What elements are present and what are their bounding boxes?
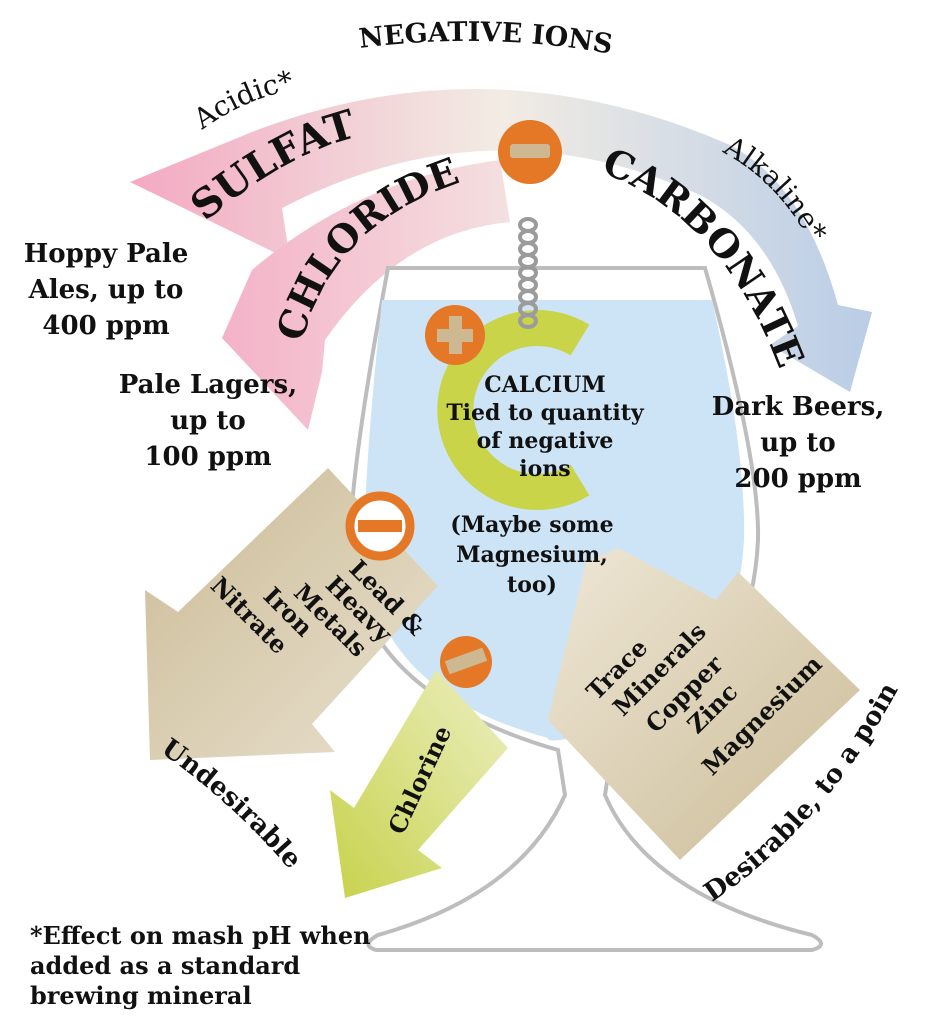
svg-text:Dark Beers,: Dark Beers,	[712, 392, 885, 422]
svg-text:Magnesium,: Magnesium,	[456, 542, 608, 568]
svg-text:Pale Lagers,: Pale Lagers,	[119, 370, 297, 400]
minus-ion-icon-undesirable	[345, 491, 415, 561]
chloride-arrow	[222, 160, 510, 430]
svg-text:of negative: of negative	[477, 428, 614, 454]
svg-text:Hoppy Pale: Hoppy Pale	[24, 239, 189, 269]
minus-ion-icon-top	[498, 120, 562, 184]
svg-text:*Effect on mash pH when: *Effect on mash pH when	[30, 921, 371, 950]
hoppy-pale-ales-label: Hoppy Pale Ales, up to 400 ppm	[24, 239, 189, 341]
svg-text:up to: up to	[760, 428, 836, 458]
svg-text:CALCIUM: CALCIUM	[484, 372, 605, 398]
svg-text:too): too)	[507, 572, 557, 598]
minus-ion-icon-chlorine	[440, 636, 492, 688]
svg-text:ions: ions	[519, 456, 570, 482]
desirable-arrow	[548, 548, 860, 860]
negative-ion-arc	[130, 89, 872, 393]
svg-text:Ales, up to: Ales, up to	[28, 275, 184, 305]
chlorine-arrow	[330, 670, 508, 898]
svg-text:added as a standard: added as a standard	[30, 951, 300, 980]
chain-link-icon	[518, 217, 538, 329]
negative-ions-title: NEGATIVE IONS	[357, 17, 615, 61]
svg-text:100 ppm: 100 ppm	[144, 442, 271, 472]
dark-beers-label: Dark Beers, up to 200 ppm	[712, 392, 885, 494]
footnote: *Effect on mash pH when added as a stand…	[30, 921, 371, 1010]
pale-lagers-label: Pale Lagers, up to 100 ppm	[119, 370, 297, 472]
plus-ion-icon	[425, 305, 485, 365]
magnesium-note: (Maybe some Magnesium, too)	[450, 512, 613, 598]
svg-text:up to: up to	[170, 406, 246, 436]
svg-text:400 ppm: 400 ppm	[42, 311, 169, 341]
svg-text:(Maybe some: (Maybe some	[450, 512, 613, 538]
svg-text:brewing mineral: brewing mineral	[30, 981, 252, 1010]
svg-text:Tied to quantity: Tied to quantity	[446, 400, 645, 426]
svg-text:200 ppm: 200 ppm	[734, 464, 861, 494]
calcium-text: CALCIUM Tied to quantity of negative ion…	[446, 372, 645, 482]
